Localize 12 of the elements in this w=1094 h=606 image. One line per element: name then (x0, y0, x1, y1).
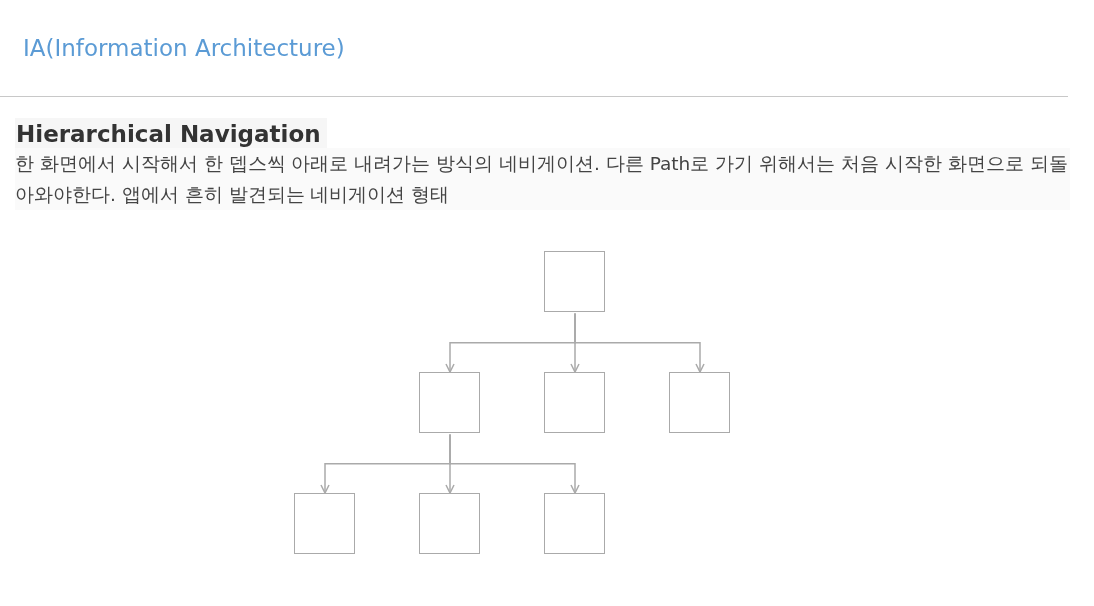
screen-box (544, 372, 605, 433)
screen-box (669, 372, 730, 433)
page-title: IA(Information Architecture) (23, 34, 345, 63)
connector-arrow (574, 312, 705, 373)
connector-arrow (449, 433, 580, 494)
description-paragraph: 한 화면에서 시작해서 한 뎁스씩 아래로 내려가는 방식의 네비게이션. 다른 Path로 가기 위해서는 처음 시작한 화면으로 되돌아와야한다. 앱에서 흔히 발견되는 네비게이션 형태 (15, 148, 1070, 210)
screen-box (419, 493, 480, 554)
section-heading: Hierarchical Navigation (15, 118, 327, 150)
screen-box (294, 493, 355, 554)
screen-box (544, 493, 605, 554)
screen-box (419, 372, 480, 433)
screen-box (544, 251, 605, 312)
